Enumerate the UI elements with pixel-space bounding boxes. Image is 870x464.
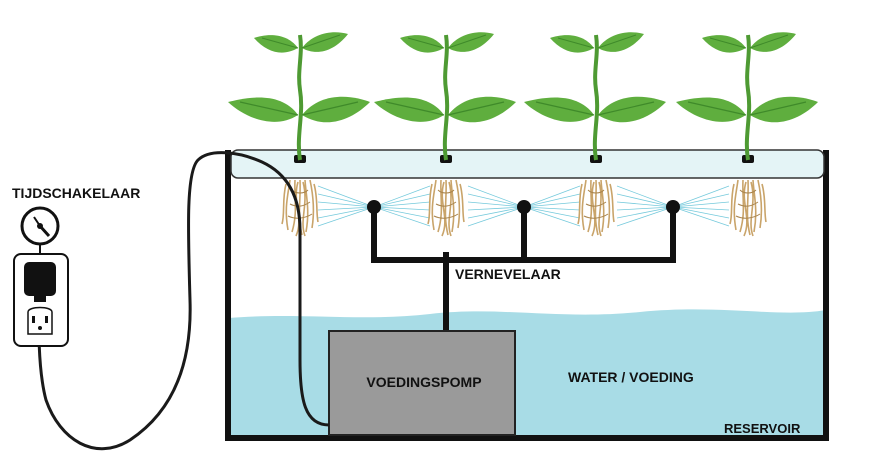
power-cord <box>37 151 330 451</box>
reservoir-tank <box>225 150 829 441</box>
power-plug-icon <box>24 262 56 302</box>
pump-label: VOEDINGSPOMP <box>366 374 482 390</box>
water-body <box>229 309 826 436</box>
mist-sprays <box>317 185 730 227</box>
mist-nozzle-icon <box>367 200 680 214</box>
nutrient-pump <box>328 330 516 436</box>
timer-gauge-icon <box>20 206 60 254</box>
seedling-icon <box>226 30 820 162</box>
mister-label: VERNEVELAAR <box>455 266 561 282</box>
timer-label: TIJDSCHAKELAAR <box>12 185 141 201</box>
plant-tray <box>230 149 825 179</box>
water-label: WATER / VOEDING <box>568 369 694 385</box>
mister-piping <box>371 207 676 336</box>
reservoir-label: RESERVOIR <box>724 421 801 436</box>
